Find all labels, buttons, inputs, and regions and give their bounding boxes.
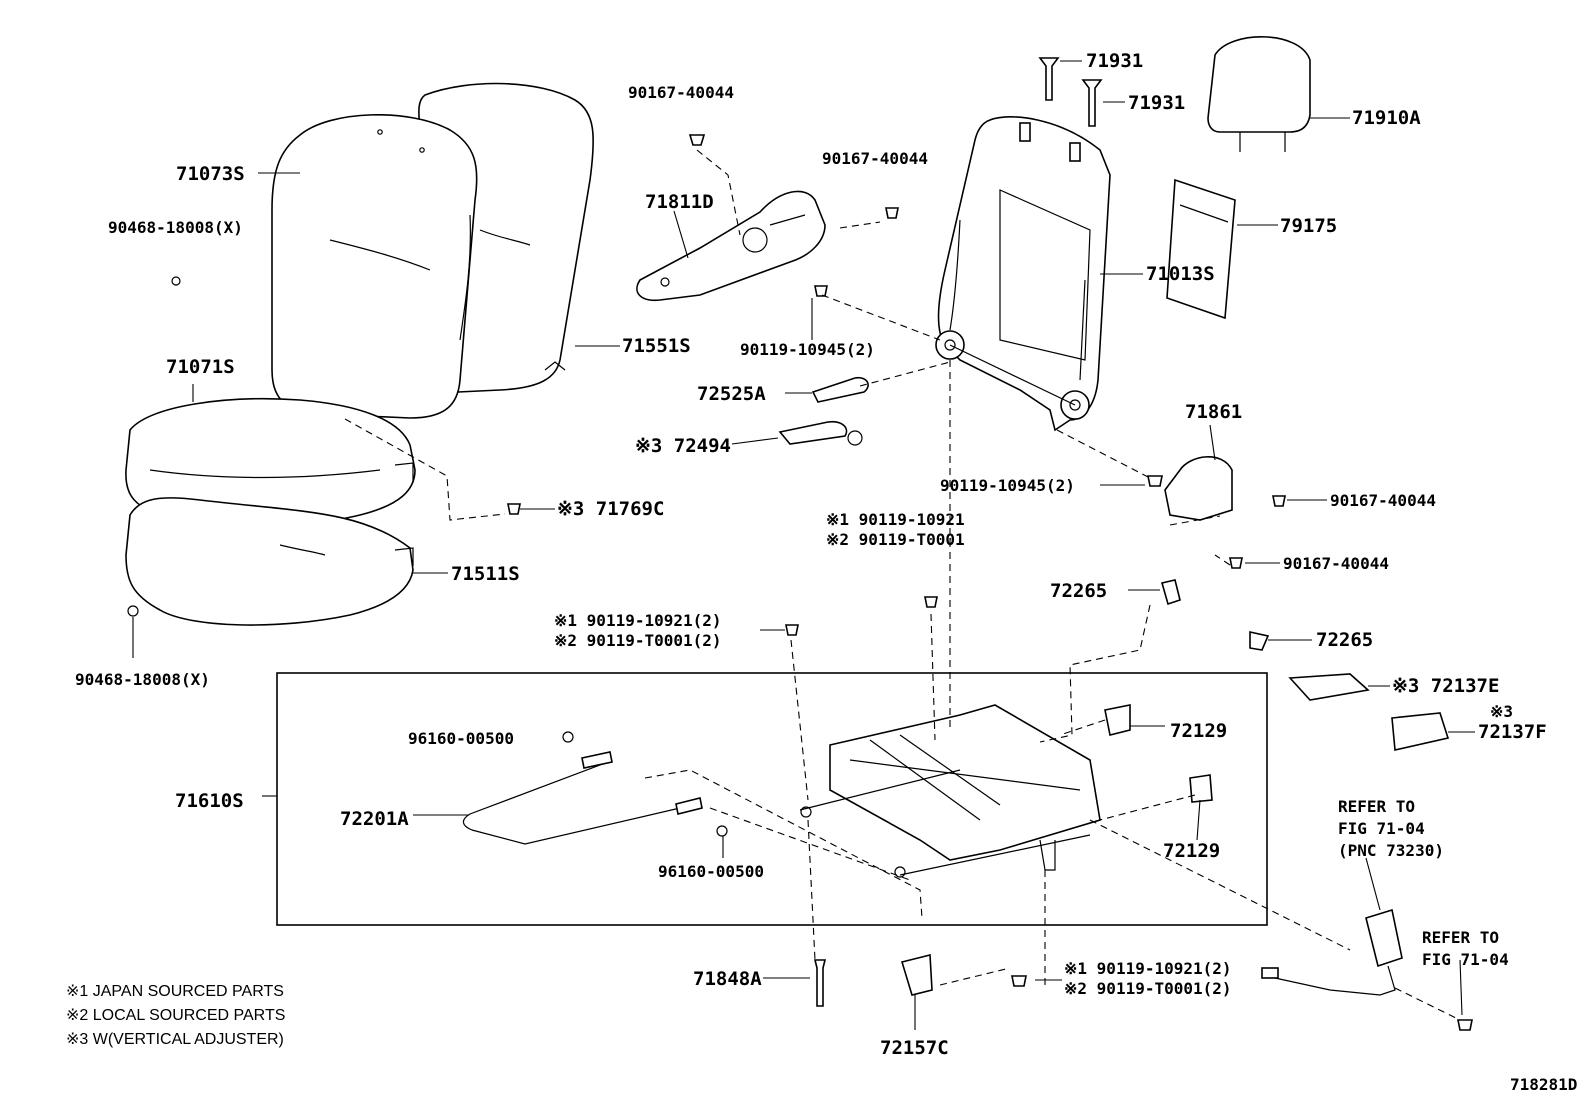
cover-72157C [900, 953, 933, 996]
label-71910A: 71910A [1352, 107, 1421, 129]
clip-72265-b [1249, 631, 1270, 651]
part-labels: 71073S 90468-18008(X) 71551S 71071S ※3 7… [75, 50, 1547, 1059]
bolt-icons [507, 134, 1473, 1031]
label-71013S: 71013S [1146, 263, 1215, 285]
lever-72525A [811, 376, 869, 403]
label-90119-10945-a: 90119-10945(2) [740, 340, 875, 359]
label-90167-d: 90167-40044 [1283, 554, 1389, 573]
label-72137E: ※3 72137E [1392, 675, 1499, 697]
label-72137F: 72137F [1478, 721, 1547, 743]
headrest-guide-71931-b [1081, 79, 1103, 127]
label-90119-10921-bottom: ※1 90119-10921(2) [1064, 959, 1232, 978]
label-72265-a: 72265 [1050, 580, 1107, 602]
assembly-dashed-lines [344, 149, 1461, 1021]
diagram-id: 718281D [1510, 1075, 1577, 1094]
label-71861: 71861 [1185, 401, 1242, 423]
label-90468-upper: 90468-18008(X) [108, 218, 243, 237]
seatback-cover-71073S [271, 113, 478, 419]
label-72129-b: 72129 [1163, 840, 1220, 862]
footnote-3: ※3 W(VERTICAL ADJUSTER) [66, 1031, 284, 1048]
towel-bar-72201A [462, 751, 703, 845]
label-71071S: 71071S [166, 356, 235, 378]
seatback-frame-71013S [935, 116, 1111, 432]
seat-track-frame [799, 704, 1101, 878]
cover-72137F [1391, 712, 1450, 751]
refer-fig-71-04-a-line3: (PNC 73230) [1338, 841, 1444, 860]
label-71931-a: 71931 [1086, 50, 1143, 72]
label-71610S: 71610S [175, 790, 244, 812]
label-90119-T0001-bottom: ※2 90119-T0001(2) [1064, 979, 1232, 998]
track-cover-72129-b [1189, 774, 1213, 803]
label-71511S: 71511S [451, 563, 520, 585]
label-71848A: 71848A [693, 968, 762, 990]
refer-fig-71-04-a-line1: REFER TO [1338, 797, 1415, 816]
label-96160-lower: 96160-00500 [658, 862, 764, 881]
label-71551S: 71551S [622, 335, 691, 357]
label-72129-a: 72129 [1170, 720, 1227, 742]
label-79175: 79175 [1280, 215, 1337, 237]
label-96160-upper: 96160-00500 [408, 729, 514, 748]
refer-fig-71-04-b-line1: REFER TO [1422, 928, 1499, 947]
label-90167-a: 90167-40044 [628, 83, 734, 102]
headrest-71910A [1207, 36, 1311, 152]
cover-72137E [1288, 673, 1370, 701]
label-71073S: 71073S [176, 163, 245, 185]
label-72201A: 72201A [340, 808, 409, 830]
footnote-2: ※2 LOCAL SOURCED PARTS [66, 1007, 285, 1024]
refer-fig-71-04-b-line2: FIG 71-04 [1422, 950, 1509, 969]
clip-72265-a [1160, 579, 1181, 606]
clip-96160-lower [716, 825, 728, 837]
footnote-1: ※1 JAPAN SOURCED PARTS [66, 983, 284, 1000]
seatback-board-79175 [1166, 178, 1236, 320]
lever-72494 [778, 420, 863, 446]
clip-96160-upper [562, 731, 574, 743]
label-72157C: 72157C [880, 1037, 949, 1059]
seat-cushion-pad-71511S [125, 497, 414, 626]
label-90167-b: 90167-40044 [822, 149, 928, 168]
recliner-cover-inner-71861 [1164, 456, 1233, 521]
leader-lines [132, 60, 1475, 1030]
label-90119-T0001-left: ※2 90119-T0001(2) [554, 631, 722, 650]
refer-fig-71-04-a-line2: FIG 71-04 [1338, 819, 1425, 838]
label-72137F-note: ※3 [1490, 702, 1513, 721]
recliner-cover-71811D [636, 190, 826, 302]
footnotes: ※1 JAPAN SOURCED PARTS ※2 LOCAL SOURCED … [66, 983, 285, 1048]
label-90119-T0001-center: ※2 90119-T0001 [826, 530, 965, 549]
label-90119-10921-center: ※1 90119-10921 [826, 510, 965, 529]
hog-ring-clip-upper [171, 276, 181, 286]
seat-track-assy-box [276, 672, 1268, 926]
label-90119-10945-b: 90119-10945(2) [940, 476, 1075, 495]
label-71931-b: 71931 [1128, 92, 1185, 114]
seatbelt-buckle [1261, 908, 1403, 996]
label-71811D: 71811D [645, 191, 714, 213]
label-72525A: 72525A [697, 383, 766, 405]
hog-ring-clip-lower [127, 605, 139, 617]
track-cover-72129-a [1104, 704, 1131, 736]
label-72265-b: 72265 [1316, 629, 1373, 651]
headrest-guide-71931-a [1038, 57, 1060, 101]
label-90167-c: 90167-40044 [1330, 491, 1436, 510]
label-71769C: ※3 71769C [557, 498, 664, 520]
label-72494: ※3 72494 [635, 435, 731, 457]
label-90119-10921-left: ※1 90119-10921(2) [554, 611, 722, 630]
label-90468-lower: 90468-18008(X) [75, 670, 210, 689]
